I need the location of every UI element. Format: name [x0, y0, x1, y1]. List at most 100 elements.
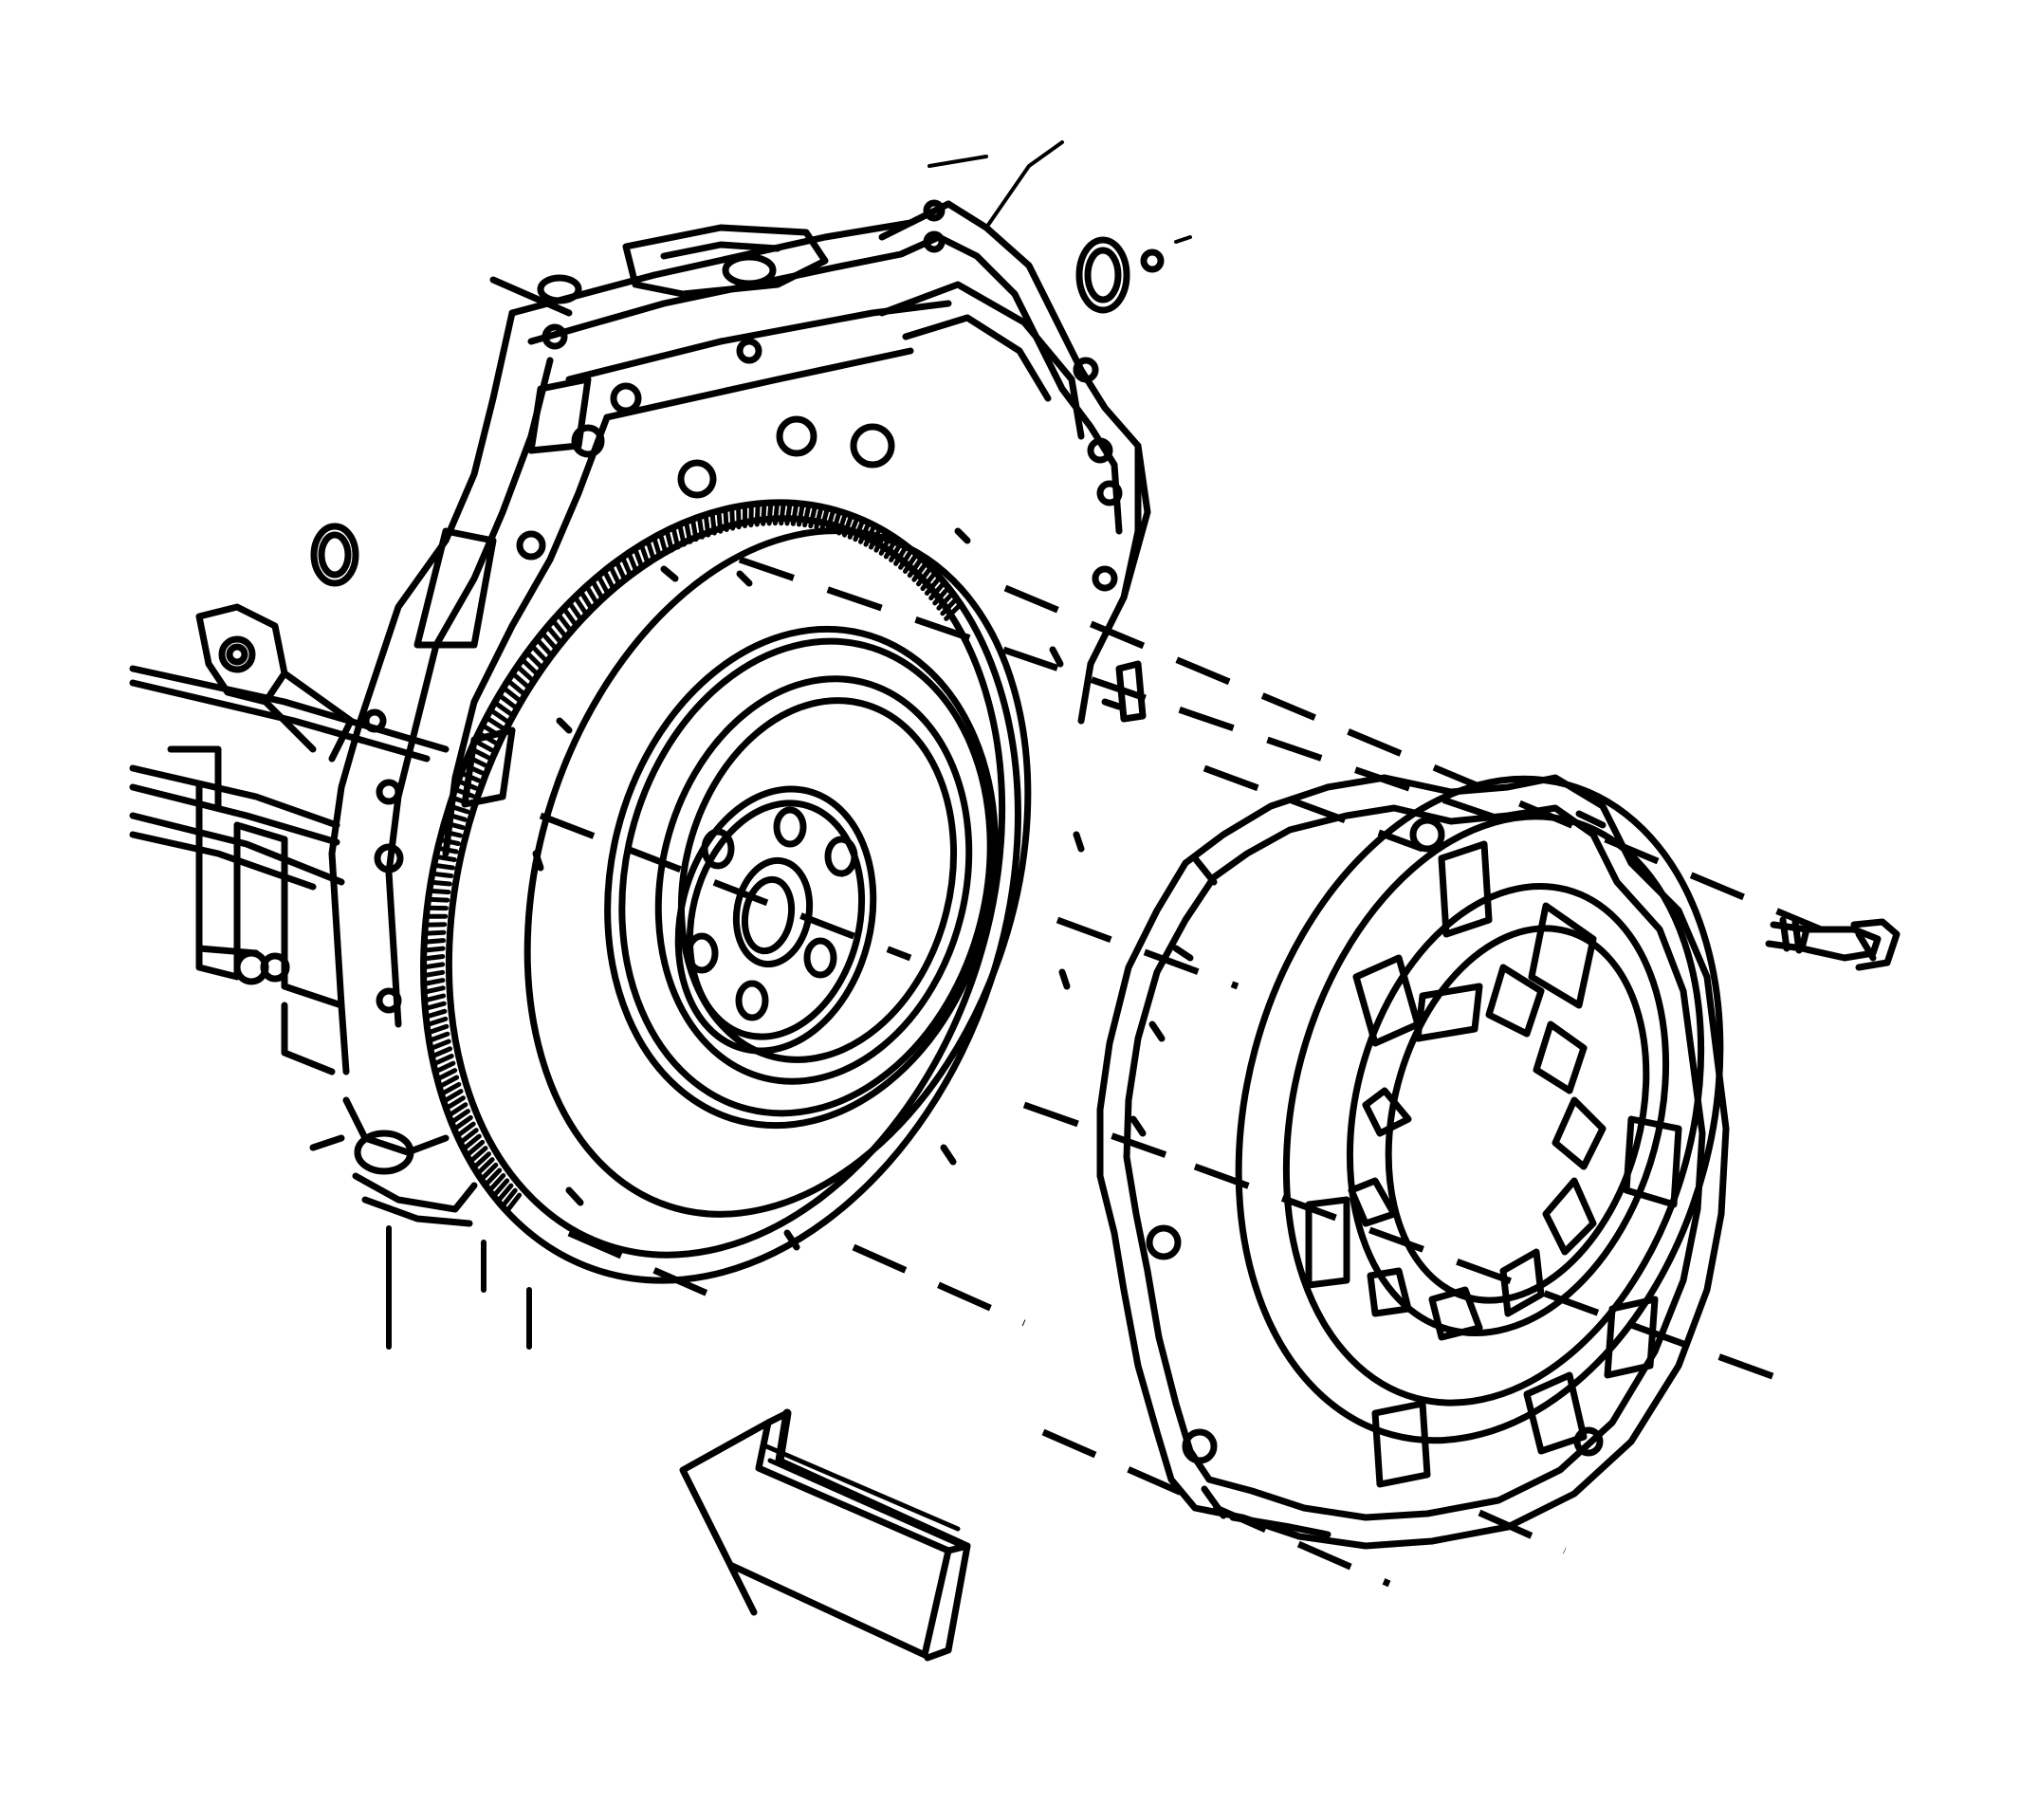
- ring-gear-tooth: [853, 517, 866, 542]
- ring-gear-tooth: [427, 888, 451, 895]
- ring-gear-tooth: [504, 1192, 523, 1214]
- ring-gear-tooth: [561, 605, 578, 627]
- ring-gear-tooth: [936, 590, 956, 611]
- ring-gear-tooth: [626, 550, 639, 574]
- ring-gear-tooth: [664, 527, 674, 553]
- ring-gear-tooth: [584, 583, 599, 606]
- ring-gear-tooth: [784, 500, 793, 526]
- ring-gear: [421, 500, 964, 1214]
- ring-gear-tooth: [529, 643, 548, 663]
- ring-gear-tooth: [819, 506, 830, 531]
- ring-gear-tooth: [556, 612, 573, 633]
- ring-gear-tooth: [863, 523, 877, 547]
- ring-gear-tooth: [431, 1054, 454, 1067]
- ring-gear-tooth: [578, 589, 594, 611]
- ring-gear-tooth: [596, 573, 611, 596]
- ring-gear-tooth: [501, 685, 522, 703]
- ring-gear-tooth: [684, 519, 693, 544]
- clutch-pressure-plate: [1096, 774, 1730, 1550]
- ring-gear-tooth: [422, 1001, 447, 1011]
- ring-gear-tooth: [451, 1114, 473, 1132]
- ring-gear-tooth: [452, 786, 475, 799]
- ring-gear-tooth: [472, 738, 494, 753]
- ring-gear-tooth: [436, 1075, 460, 1090]
- ring-gear-tooth: [444, 812, 468, 822]
- ring-gear-tooth: [428, 879, 452, 887]
- ring-gear-tooth: [652, 535, 663, 560]
- ring-gear-tooth: [495, 1183, 514, 1204]
- ring-gear-tooth: [484, 715, 505, 730]
- ring-gear-tooth: [519, 656, 539, 675]
- ring-gear-tooth: [444, 1095, 466, 1112]
- ring-gear-tooth: [766, 500, 774, 526]
- ring-gear-tooth: [590, 578, 605, 601]
- ring-gear-tooth: [614, 559, 628, 582]
- ring-gear-tooth: [439, 1081, 462, 1097]
- ring-gear-tooth: [825, 506, 836, 532]
- ring-gear-tooth: [772, 500, 780, 526]
- ring-gear-tooth: [814, 504, 824, 530]
- ring-gear-tooth: [836, 510, 849, 536]
- ring-gear-tooth: [476, 730, 498, 745]
- ring-gear-tooth: [940, 596, 960, 616]
- ring-gear-tooth: [432, 1060, 456, 1075]
- ring-gear-tooth: [540, 630, 558, 651]
- ring-gear-tooth: [550, 617, 568, 638]
- ring-gear-tooth: [421, 938, 446, 945]
- ring-gear-tooth: [479, 1162, 499, 1183]
- ring-gear-tooth: [439, 828, 463, 838]
- ring-gear-tooth: [442, 820, 466, 831]
- ring-gear-tooth: [534, 636, 553, 656]
- ring-gear-tooth: [450, 795, 473, 806]
- ring-gear-tooth: [709, 510, 717, 536]
- ring-gear-tooth: [461, 1133, 482, 1152]
- ring-gear-tooth: [657, 531, 669, 556]
- ring-gear-tooth: [457, 1128, 479, 1146]
- ring-gear-tooth: [689, 517, 699, 542]
- ring-gear-tooth: [505, 678, 525, 695]
- installation-direction-arrow: [679, 1408, 971, 1662]
- engine-block: [129, 140, 1192, 1350]
- ring-gear-tooth: [898, 547, 914, 570]
- alignment-lines: [539, 556, 1823, 1588]
- ring-gear-tooth: [696, 514, 705, 540]
- ring-gear-tooth: [421, 985, 446, 995]
- ring-gear-tooth: [446, 1102, 468, 1118]
- ring-gear-tooth: [928, 579, 947, 601]
- ring-gear-tooth: [487, 1173, 506, 1193]
- ring-gear-tooth: [430, 871, 454, 878]
- ring-gear-tooth: [437, 836, 461, 846]
- ring-gear-tooth: [465, 754, 487, 768]
- ring-gear-tooth: [468, 1146, 488, 1165]
- ring-gear-tooth: [723, 506, 729, 532]
- ring-gear-tooth: [608, 563, 622, 587]
- ring-gear-tooth: [729, 505, 736, 531]
- ring-gear-tooth: [761, 501, 767, 526]
- ring-gear-tooth: [944, 601, 964, 621]
- ring-gear-tooth: [458, 770, 482, 783]
- ring-gear-tooth: [858, 520, 872, 544]
- ring-gear-tooth: [883, 536, 899, 560]
- ring-gear-tooth: [754, 501, 761, 527]
- ring-gear-tooth: [808, 503, 818, 529]
- ring-gear-tooth: [492, 700, 513, 716]
- ring-gear-tooth: [842, 512, 854, 538]
- ring-gear-tooth: [430, 1046, 453, 1059]
- ring-gear-tooth: [911, 561, 929, 582]
- ring-gear-tooth: [447, 803, 470, 815]
- ring-gear-tooth: [716, 508, 724, 534]
- ring-gear-tooth: [932, 585, 951, 606]
- ring-gear-tooth: [500, 1187, 518, 1209]
- ring-gear-tooth: [424, 1016, 449, 1028]
- ring-gear-tooth: [483, 1167, 503, 1188]
- pressure-plate-bolt: [1765, 916, 1901, 971]
- ring-gear-tooth: [703, 512, 711, 538]
- ring-gear-tooth: [449, 1109, 470, 1125]
- ring-gear-tooth: [924, 575, 943, 596]
- ring-gear-tooth: [790, 501, 799, 526]
- ring-gear-tooth: [435, 845, 459, 855]
- ring-gear-tooth: [638, 542, 651, 566]
- ring-gear-tooth: [878, 532, 893, 556]
- ring-gear-tooth: [572, 594, 589, 616]
